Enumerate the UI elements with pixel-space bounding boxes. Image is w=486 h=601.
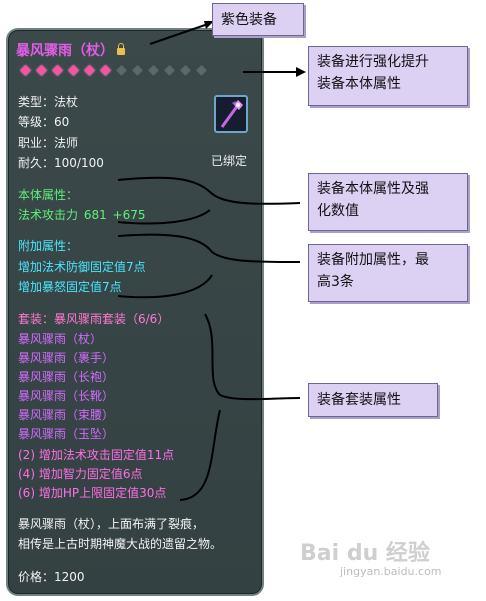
- item-durability: 耐久：100/100: [18, 156, 104, 170]
- callout-line: 装备本体属性及强: [317, 181, 429, 197]
- extra-attr-line: 增加法术防御固定值7点: [18, 260, 146, 274]
- item-job: 职业：法师: [18, 136, 79, 150]
- item-description-line: 相传是上古时期神魔大战的遗留之物。: [18, 537, 223, 551]
- callout-set-attr: 装备套装属性: [308, 383, 438, 417]
- set-bonus: (4) 增加智力固定值6点: [18, 467, 143, 481]
- gem-empty-icon: ◆: [132, 62, 143, 78]
- set-piece: 暴风骤雨（玉坠）: [18, 427, 115, 441]
- gem-filled-icon: ◆: [84, 62, 95, 78]
- gem-empty-icon: ◆: [164, 62, 175, 78]
- set-title: 套装：暴风骤雨套装（6/6）: [18, 312, 170, 326]
- gem-filled-icon: ◆: [100, 62, 111, 78]
- set-piece: 暴风骤雨（裹手）: [18, 351, 115, 365]
- gem-filled-icon: ◆: [20, 62, 31, 78]
- gem-filled-icon: ◆: [36, 62, 47, 78]
- set-piece: 暴风骤雨（长靴）: [18, 389, 115, 403]
- callout-base-attr: 装备本体属性及强 化数值: [308, 173, 468, 231]
- callout-enhance: 装备进行强化提升 装备本体属性: [308, 46, 468, 106]
- callout-extra-attr: 装备附加属性，最 高3条: [308, 244, 468, 302]
- set-piece: 暴风骤雨（长袍）: [18, 370, 115, 384]
- callout-line: 高3条: [317, 274, 354, 290]
- gem-empty-icon: ◆: [180, 62, 191, 78]
- gem-empty-icon: ◆: [116, 62, 127, 78]
- callout-line: 装备本体属性: [317, 76, 401, 92]
- lock-icon: [117, 43, 125, 55]
- gem-filled-icon: ◆: [52, 62, 63, 78]
- base-attr-line: 法术攻击力 681 +675: [18, 208, 146, 222]
- extra-attr-title: 附加属性：: [18, 239, 79, 253]
- item-type: 类型：法杖: [18, 95, 79, 109]
- item-description-line: 暴风骤雨（杖），上面布满了裂痕，: [18, 517, 205, 531]
- callout-purple-equip: 紫色装备: [212, 3, 304, 36]
- baidu-watermark: Bai du 经验: [300, 541, 430, 566]
- callout-line: 化数值: [317, 203, 359, 219]
- gem-empty-icon: ◆: [148, 62, 159, 78]
- enhance-gem-row: ◆ ◆ ◆ ◆ ◆ ◆ ◆ ◆ ◆ ◆ ◆ ◆: [18, 63, 209, 77]
- item-level: 等级：60: [18, 115, 70, 129]
- callout-line: 装备附加属性，最: [317, 252, 429, 268]
- staff-item-icon[interactable]: [214, 95, 248, 133]
- callout-line: 装备进行强化提升: [317, 54, 429, 70]
- watermark-url: jingyan.baidu.com: [340, 565, 442, 578]
- item-name: 暴风骤雨（杖）: [16, 40, 125, 60]
- gem-empty-icon: ◆: [196, 62, 207, 78]
- set-bonus: (6) 增加HP上限固定值30点: [18, 486, 167, 500]
- set-bonus: (2) 增加法术攻击固定值11点: [18, 448, 175, 462]
- set-piece: 暴风骤雨（束腰）: [18, 408, 115, 422]
- staff-icon: [220, 100, 243, 128]
- gem-filled-icon: ◆: [68, 62, 79, 78]
- extra-attr-line: 增加暴怒固定值7点: [18, 280, 122, 294]
- bound-status: 已绑定: [211, 154, 248, 168]
- item-price: 价格：1200: [18, 570, 85, 584]
- set-piece: 暴风骤雨（杖）: [18, 332, 103, 346]
- base-attr-title: 本体属性：: [18, 188, 79, 202]
